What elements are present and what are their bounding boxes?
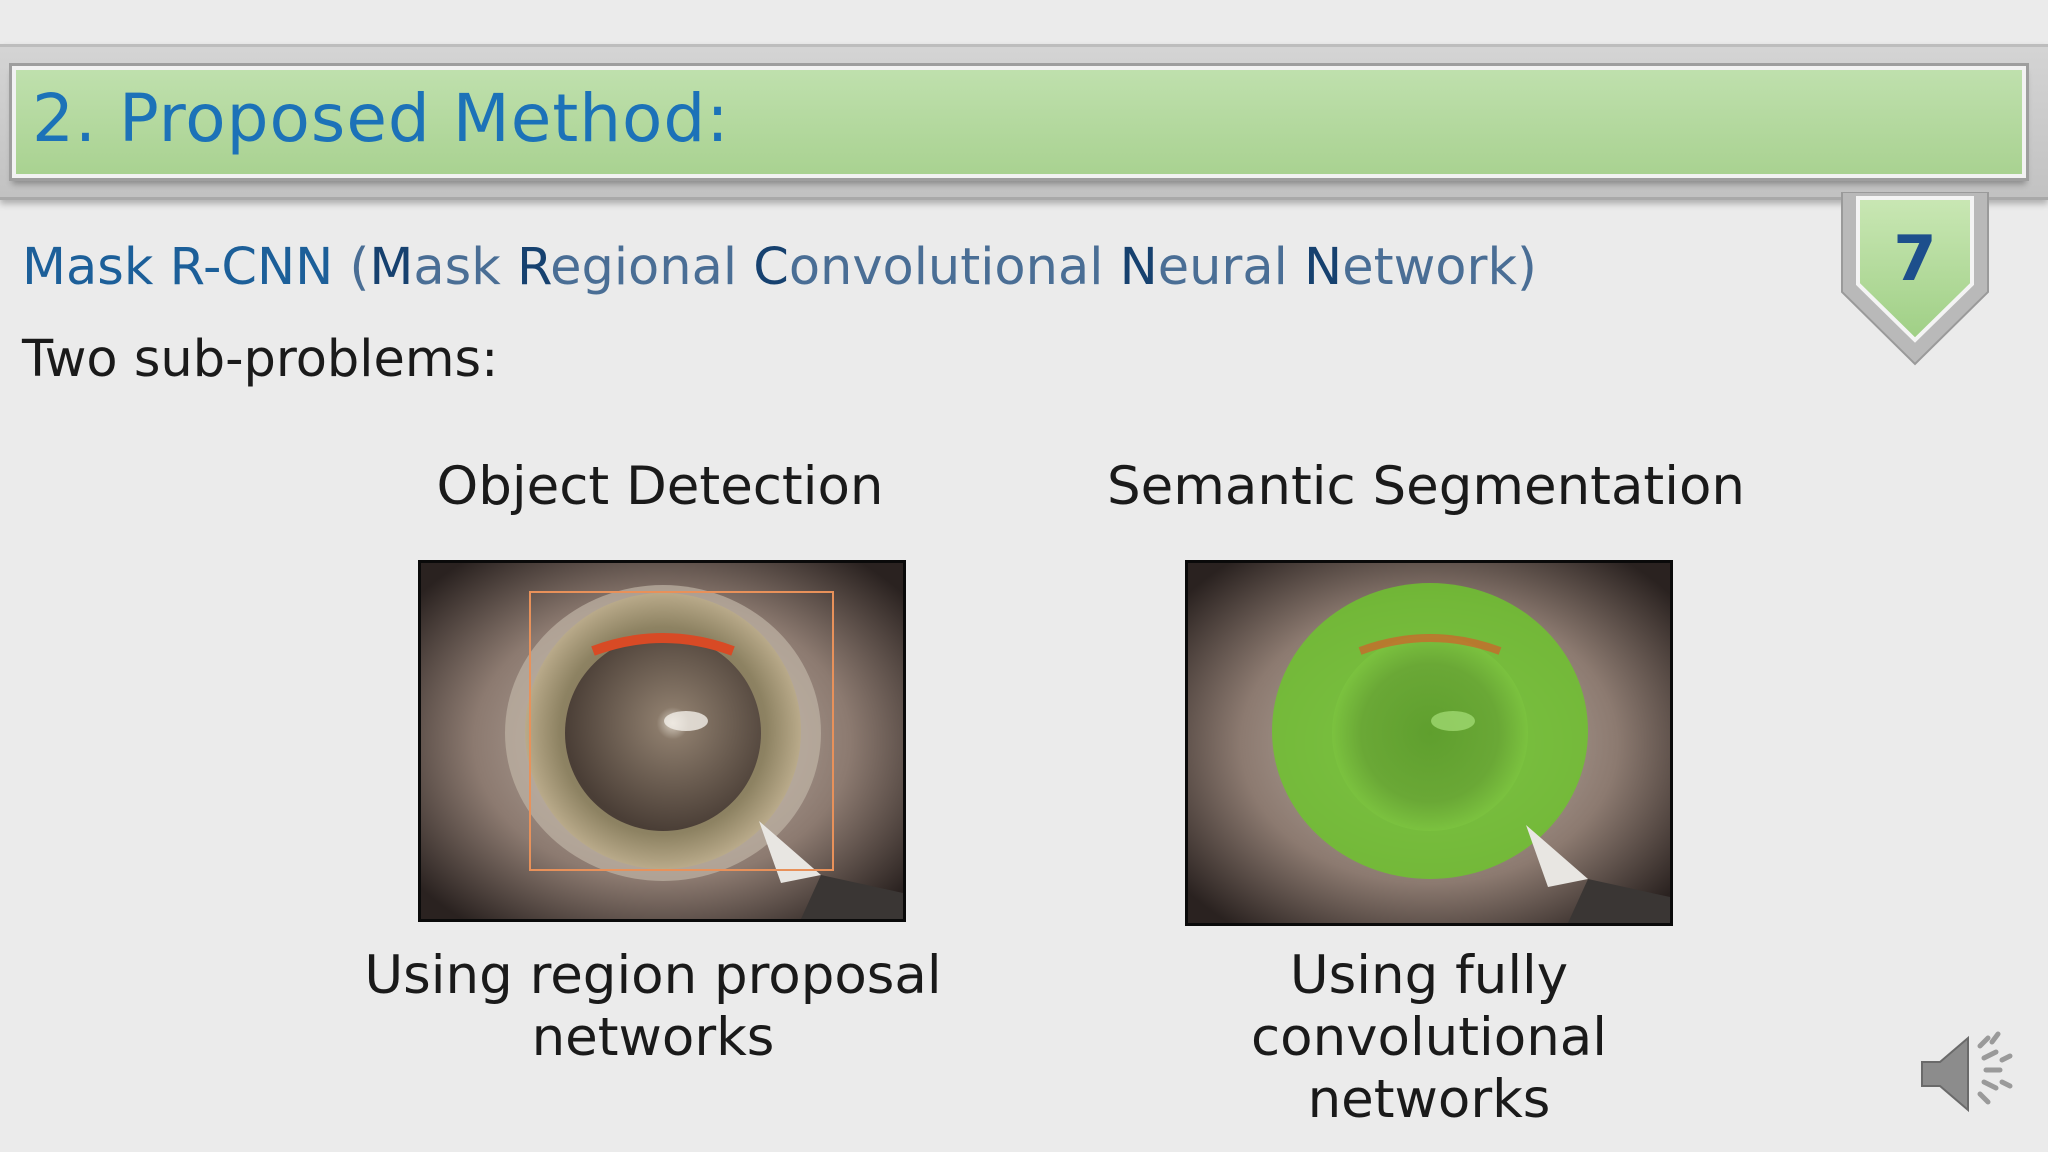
- subtitle-word: etwork: [1342, 238, 1517, 297]
- slide-number-badge: 7: [1840, 191, 1990, 367]
- subtitle-initial: N: [1119, 238, 1158, 297]
- subtitle-word: onvolutional: [788, 238, 1120, 297]
- segmentation-caption-line2: networks: [1307, 1069, 1551, 1130]
- semantic-segmentation-title: Semantic Segmentation: [1107, 456, 1745, 517]
- segmentation-caption-line1: Using fully convolutional: [1251, 945, 1607, 1068]
- eye-image-detection: [418, 560, 906, 922]
- detection-caption: Using region proposal networks: [333, 945, 973, 1069]
- detection-caption-line2: networks: [531, 1007, 775, 1068]
- title-banner: 2. Proposed Method:: [12, 66, 2026, 178]
- subtitle-initial: C: [753, 238, 789, 297]
- subtitle-paren-open: (: [333, 238, 370, 297]
- subtitle: Mask R-CNN (Mask Regional Convolutional …: [22, 238, 1537, 297]
- subtitle-word: ask: [413, 238, 517, 297]
- subtitle-word: egional: [550, 238, 754, 297]
- slide-title: 2. Proposed Method:: [32, 80, 730, 157]
- bounding-box: [529, 591, 834, 871]
- intro-text: Two sub-problems:: [22, 330, 499, 389]
- segmentation-caption: Using fully convolutional networks: [1109, 945, 1749, 1131]
- subtitle-initial: N: [1304, 238, 1343, 297]
- eye-image-segmentation: [1185, 560, 1673, 926]
- subtitle-initial: M: [369, 238, 414, 297]
- speaker-icon[interactable]: [1918, 1024, 2018, 1124]
- subtitle-word: eural: [1157, 238, 1305, 297]
- detection-caption-line1: Using region proposal: [364, 945, 942, 1006]
- object-detection-title: Object Detection: [436, 456, 884, 517]
- slide-number: 7: [1893, 222, 1937, 295]
- subtitle-paren-close: ): [1517, 238, 1537, 297]
- subtitle-name: Mask R-CNN: [22, 238, 334, 297]
- title-bar: 2. Proposed Method:: [0, 44, 2048, 200]
- subtitle-initial: R: [516, 238, 551, 297]
